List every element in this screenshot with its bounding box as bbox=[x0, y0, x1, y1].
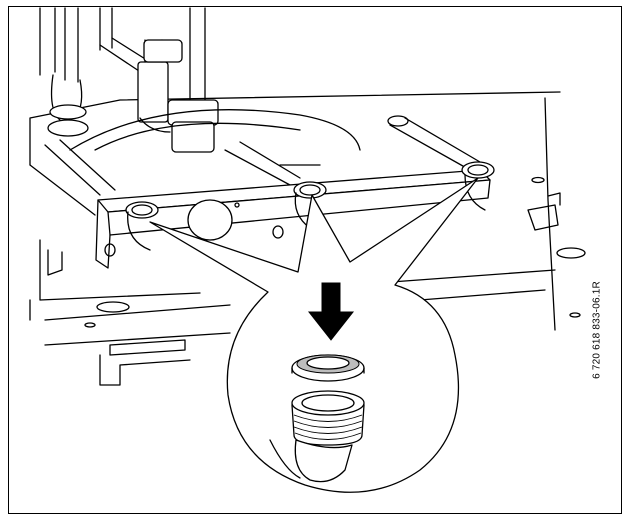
figure-reference-code: 6 720 618 833-06.1R bbox=[591, 281, 603, 379]
supply-pipes bbox=[39, 7, 206, 137]
seal-washer bbox=[291, 354, 365, 382]
mounting-brackets bbox=[47, 192, 561, 276]
gas-fitting bbox=[137, 39, 219, 153]
threaded-connector bbox=[269, 390, 365, 483]
nozzle-left bbox=[125, 201, 159, 251]
detail-callout bbox=[149, 177, 479, 493]
nozzle-middle bbox=[293, 181, 327, 229]
down-arrow-icon bbox=[307, 282, 355, 341]
appliance-base bbox=[29, 91, 586, 386]
cross-supports bbox=[44, 115, 481, 196]
burner-opening bbox=[69, 109, 361, 166]
